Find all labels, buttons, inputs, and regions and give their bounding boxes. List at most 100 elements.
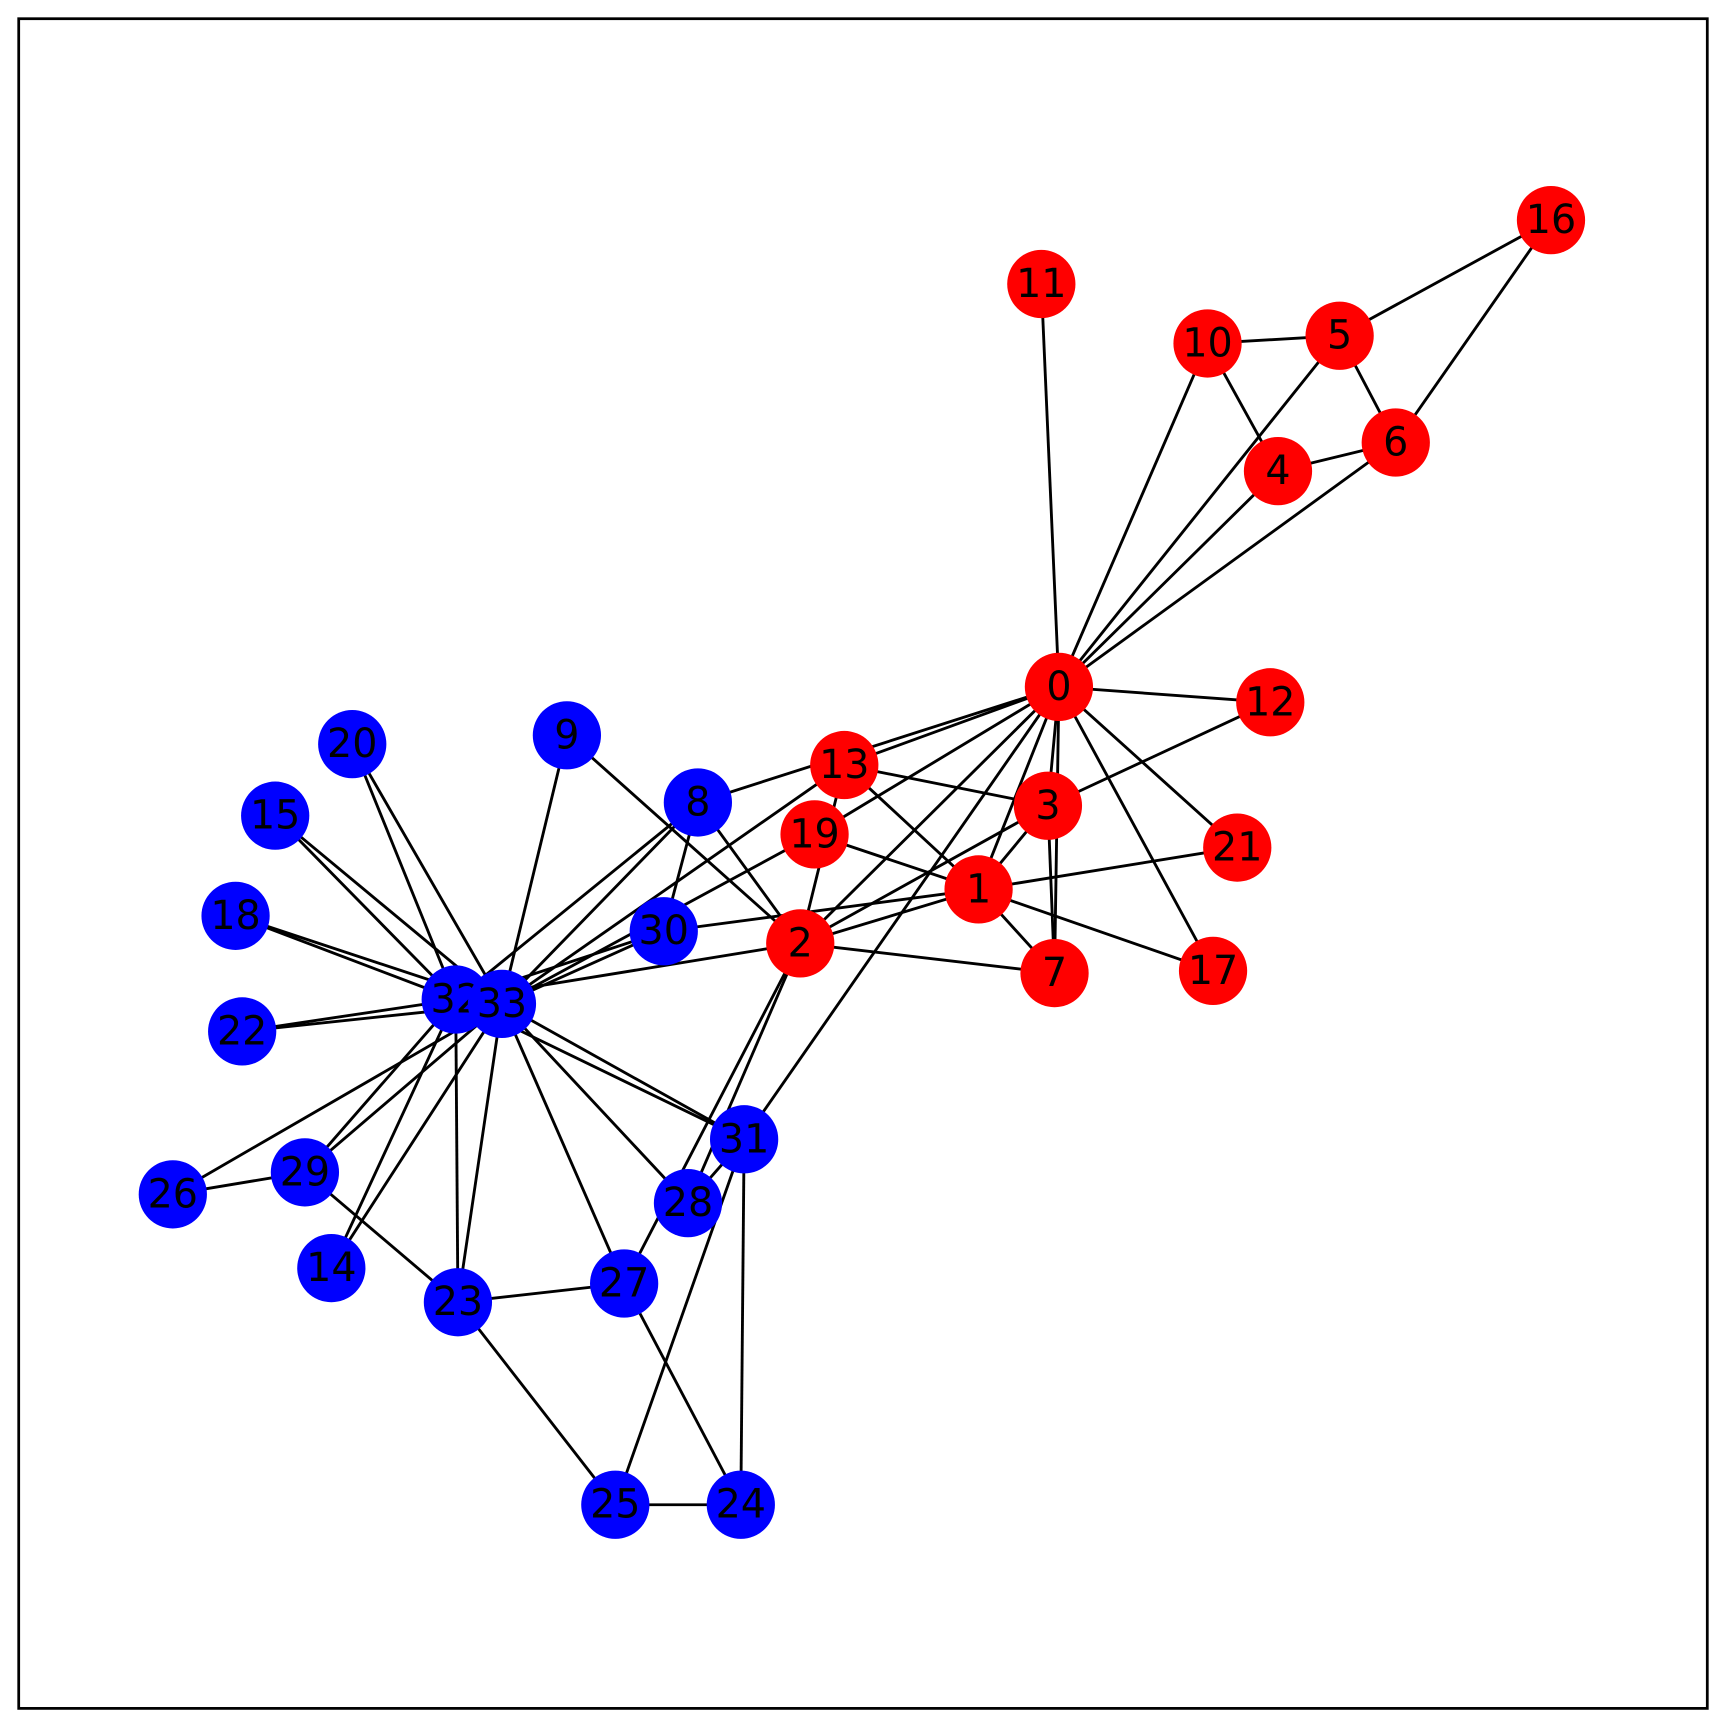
node-1: 1 bbox=[944, 855, 1013, 924]
edge-2-28 bbox=[686, 942, 802, 1204]
edge-8-33 bbox=[500, 801, 699, 1005]
node-circle bbox=[944, 855, 1013, 924]
node-label: 8 bbox=[685, 779, 710, 825]
node-label: 10 bbox=[1182, 320, 1232, 366]
edge-25-31 bbox=[613, 1138, 746, 1506]
node-19: 19 bbox=[780, 800, 849, 869]
edge-22-32 bbox=[241, 998, 456, 1033]
node-label: 17 bbox=[1188, 948, 1238, 994]
node-circle bbox=[241, 781, 310, 850]
edge-0-19 bbox=[813, 685, 1060, 836]
node-label: 2 bbox=[788, 920, 813, 966]
node-circle bbox=[297, 1233, 366, 1303]
node-label: 23 bbox=[433, 1279, 483, 1325]
node-5: 5 bbox=[1305, 301, 1374, 370]
node-label: 4 bbox=[1265, 448, 1290, 494]
node-circle bbox=[1024, 652, 1094, 722]
node-0: 0 bbox=[1024, 652, 1094, 722]
edge-24-27 bbox=[622, 1282, 743, 1506]
node-circle bbox=[532, 701, 602, 770]
edge-20-32 bbox=[350, 743, 458, 1001]
edge-20-33 bbox=[351, 743, 504, 1005]
edge-9-33 bbox=[500, 734, 569, 1005]
node-label: 24 bbox=[716, 1482, 766, 1528]
node-label: 1 bbox=[966, 866, 991, 912]
node-circle bbox=[590, 1249, 659, 1318]
edge-1-30 bbox=[663, 887, 979, 933]
node-15: 15 bbox=[241, 781, 310, 850]
node-3: 3 bbox=[1013, 771, 1083, 840]
node-7: 7 bbox=[1020, 938, 1089, 1008]
node-24: 24 bbox=[706, 1470, 775, 1539]
node-label: 6 bbox=[1383, 420, 1408, 466]
edge-0-5 bbox=[1057, 334, 1341, 688]
node-circle bbox=[1020, 938, 1089, 1008]
node-circle bbox=[1243, 437, 1313, 506]
edge-24-31 bbox=[739, 1139, 746, 1505]
edge-26-33 bbox=[172, 1002, 503, 1196]
edge-29-33 bbox=[303, 1002, 503, 1174]
edge-2-7 bbox=[800, 941, 1055, 975]
node-circle bbox=[1361, 408, 1430, 477]
node-label: 20 bbox=[327, 721, 377, 767]
node-20: 20 bbox=[318, 709, 387, 779]
node-circle bbox=[1007, 249, 1076, 319]
edge-2-3 bbox=[799, 804, 1049, 945]
edge-31-33 bbox=[501, 1002, 745, 1141]
edge-23-25 bbox=[456, 1301, 617, 1506]
edge-1-17 bbox=[978, 888, 1214, 973]
node-27: 27 bbox=[590, 1249, 659, 1318]
node-label: 25 bbox=[590, 1482, 640, 1528]
node-23: 23 bbox=[423, 1268, 493, 1337]
node-label: 7 bbox=[1042, 950, 1067, 996]
node-circle bbox=[138, 1160, 207, 1229]
node-circle bbox=[780, 800, 849, 869]
edge-23-32 bbox=[454, 999, 460, 1303]
node-circle bbox=[423, 1268, 493, 1337]
node-circle bbox=[1178, 936, 1248, 1005]
edge-6-16 bbox=[1394, 219, 1553, 444]
edge-0-4 bbox=[1057, 470, 1279, 688]
edge-0-12 bbox=[1058, 685, 1271, 704]
node-circle bbox=[663, 768, 733, 837]
nodes-layer: 0123456789101112131415161718192021222324… bbox=[138, 186, 1586, 1539]
node-25: 25 bbox=[581, 1470, 650, 1539]
node-10: 10 bbox=[1173, 309, 1242, 378]
node-label: 26 bbox=[148, 1171, 198, 1217]
edge-0-13 bbox=[843, 685, 1060, 767]
node-circle bbox=[810, 730, 879, 800]
node-label: 0 bbox=[1046, 664, 1071, 710]
node-29: 29 bbox=[270, 1138, 340, 1207]
node-label: 11 bbox=[1016, 261, 1066, 307]
node-8: 8 bbox=[663, 768, 733, 837]
node-circle bbox=[467, 969, 537, 1039]
node-13: 13 bbox=[810, 730, 879, 800]
edge-18-32 bbox=[235, 914, 457, 1001]
edge-15-32 bbox=[274, 814, 457, 1001]
node-label: 14 bbox=[306, 1245, 356, 1291]
node-11: 11 bbox=[1007, 249, 1076, 319]
node-circle bbox=[1236, 668, 1305, 737]
node-circle bbox=[581, 1470, 650, 1539]
edge-3-13 bbox=[844, 763, 1049, 808]
node-circle bbox=[201, 881, 270, 950]
node-label: 12 bbox=[1245, 679, 1295, 725]
node-14: 14 bbox=[297, 1233, 366, 1303]
node-label: 5 bbox=[1327, 313, 1352, 359]
node-6: 6 bbox=[1361, 408, 1430, 477]
node-17: 17 bbox=[1178, 936, 1248, 1005]
edge-0-8 bbox=[697, 685, 1060, 804]
node-circle bbox=[766, 909, 835, 978]
node-label: 21 bbox=[1212, 825, 1262, 871]
node-label: 30 bbox=[639, 908, 689, 954]
edge-0-21 bbox=[1057, 685, 1239, 849]
node-circle bbox=[318, 709, 387, 779]
edge-8-32 bbox=[454, 801, 699, 1001]
edge-14-33 bbox=[330, 1003, 504, 1269]
node-label: 29 bbox=[280, 1149, 330, 1195]
node-label: 19 bbox=[789, 811, 839, 857]
node-4: 4 bbox=[1243, 437, 1313, 506]
node-circle bbox=[629, 897, 698, 966]
